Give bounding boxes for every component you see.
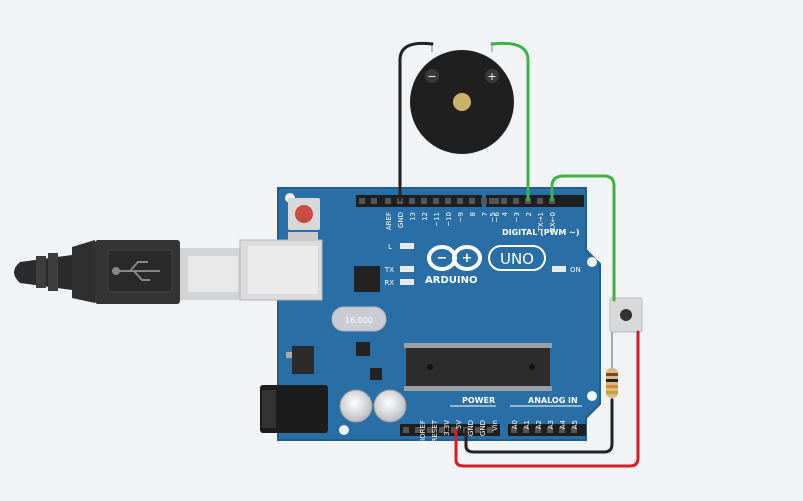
pin-label: GND [479, 420, 487, 436]
header-pin[interactable] [421, 198, 427, 204]
model-text: UNO [500, 250, 534, 268]
header-pin[interactable] [493, 198, 499, 204]
pin-label: 4 [501, 211, 509, 216]
capacitor [373, 389, 407, 423]
arduino-logo [427, 245, 482, 271]
svg-text:+: + [462, 251, 473, 266]
pin-label: 3.3V [443, 420, 451, 436]
on-label: ON [570, 266, 581, 274]
header-pin[interactable] [385, 198, 391, 204]
header-pin[interactable] [469, 198, 475, 204]
pin-label: RESET [431, 419, 439, 442]
wire-buzzer-pin4[interactable] [490, 41, 530, 202]
header-pin[interactable] [409, 198, 415, 204]
wire-buzzer-gnd[interactable] [398, 41, 434, 202]
pin-label: ~11 [433, 212, 441, 227]
usb-cable[interactable] [14, 240, 242, 304]
capacitor [339, 389, 373, 423]
crystal-label: 16.000 [345, 316, 373, 325]
digital-header-right [486, 195, 584, 207]
pin-label: GND [397, 212, 405, 228]
usb-icon [112, 261, 160, 281]
piezo-buzzer[interactable]: − + [410, 42, 514, 154]
header-pin[interactable] [511, 427, 517, 433]
header-pin[interactable] [559, 427, 565, 433]
header-pin[interactable] [457, 198, 463, 204]
rx-label: RX [384, 279, 394, 287]
arduino-uno-board[interactable]: 16.000 L TX RX ON − + [239, 187, 601, 442]
pin-label: 12 [421, 212, 429, 221]
header-pin[interactable] [501, 198, 507, 204]
wire-5v-button[interactable] [454, 330, 640, 468]
header-pin[interactable] [451, 427, 457, 433]
header-pin[interactable] [535, 427, 541, 433]
header-pin[interactable] [489, 198, 495, 204]
wire-button-pin2[interactable] [550, 174, 616, 302]
pin-label: Vin [491, 420, 499, 431]
header-pin[interactable] [415, 427, 421, 433]
pin-label: RX←0 [549, 212, 557, 232]
usb-chip [354, 266, 380, 292]
header-pin[interactable] [445, 198, 451, 204]
header-pin[interactable] [475, 427, 481, 433]
pin-label: ~3 [513, 212, 521, 222]
header-pin[interactable] [547, 427, 553, 433]
pin-label: A4 [559, 419, 567, 429]
header-pin[interactable] [371, 198, 377, 204]
header-pin[interactable] [433, 198, 439, 204]
buzzer-plus-label: + [487, 70, 496, 83]
pin-label: A1 [523, 420, 531, 429]
header-pin[interactable] [359, 198, 365, 204]
pin-label: A0 [511, 420, 519, 429]
voltage-regulator [292, 346, 314, 374]
crystal-oscillator: 16.000 [331, 306, 387, 332]
analog-label: ANALOG IN [528, 396, 578, 405]
pin-label: ~10 [445, 212, 453, 227]
header-pin[interactable] [523, 427, 529, 433]
pin-label: 13 [409, 212, 417, 221]
header-pin[interactable] [571, 427, 577, 433]
pin-label: AREF [385, 212, 393, 230]
tx-label: TX [384, 266, 394, 274]
header-pin[interactable] [427, 427, 433, 433]
svg-text:−: − [437, 251, 448, 266]
brand-text: ARDUINO [425, 275, 477, 286]
digital-label: DIGITAL (PWM ~) [502, 228, 580, 237]
header-pin[interactable] [513, 198, 519, 204]
pin-label: 7 [481, 212, 489, 216]
atmega-chip [404, 343, 552, 391]
pin-label: ~5 [489, 212, 497, 222]
header-pin[interactable] [537, 198, 543, 204]
buzzer-minus-label: − [427, 70, 436, 83]
pin-label: 5V [455, 420, 463, 429]
pin-label: 2 [525, 212, 533, 216]
pin-label: GND [467, 420, 475, 436]
led-l-label: L [388, 243, 392, 251]
pushbutton[interactable] [609, 297, 643, 333]
reset-button[interactable] [288, 198, 320, 230]
pin-label: A3 [547, 420, 555, 429]
wire-gnd-resistor[interactable] [464, 398, 614, 454]
pin-label: TX→1 [537, 212, 545, 232]
pin-label: ~9 [457, 212, 465, 222]
pin-label: IOREF [419, 420, 427, 441]
pin-label: 8 [469, 212, 477, 216]
header-pin[interactable] [439, 427, 445, 433]
header-pin[interactable] [487, 427, 493, 433]
header-pin[interactable] [403, 427, 409, 433]
power-label: POWER [462, 396, 495, 405]
pin-label: ~6 [493, 211, 501, 222]
pin-label: A2 [535, 420, 543, 429]
pin-label: A5 [571, 420, 579, 429]
header-pin[interactable] [481, 198, 487, 204]
